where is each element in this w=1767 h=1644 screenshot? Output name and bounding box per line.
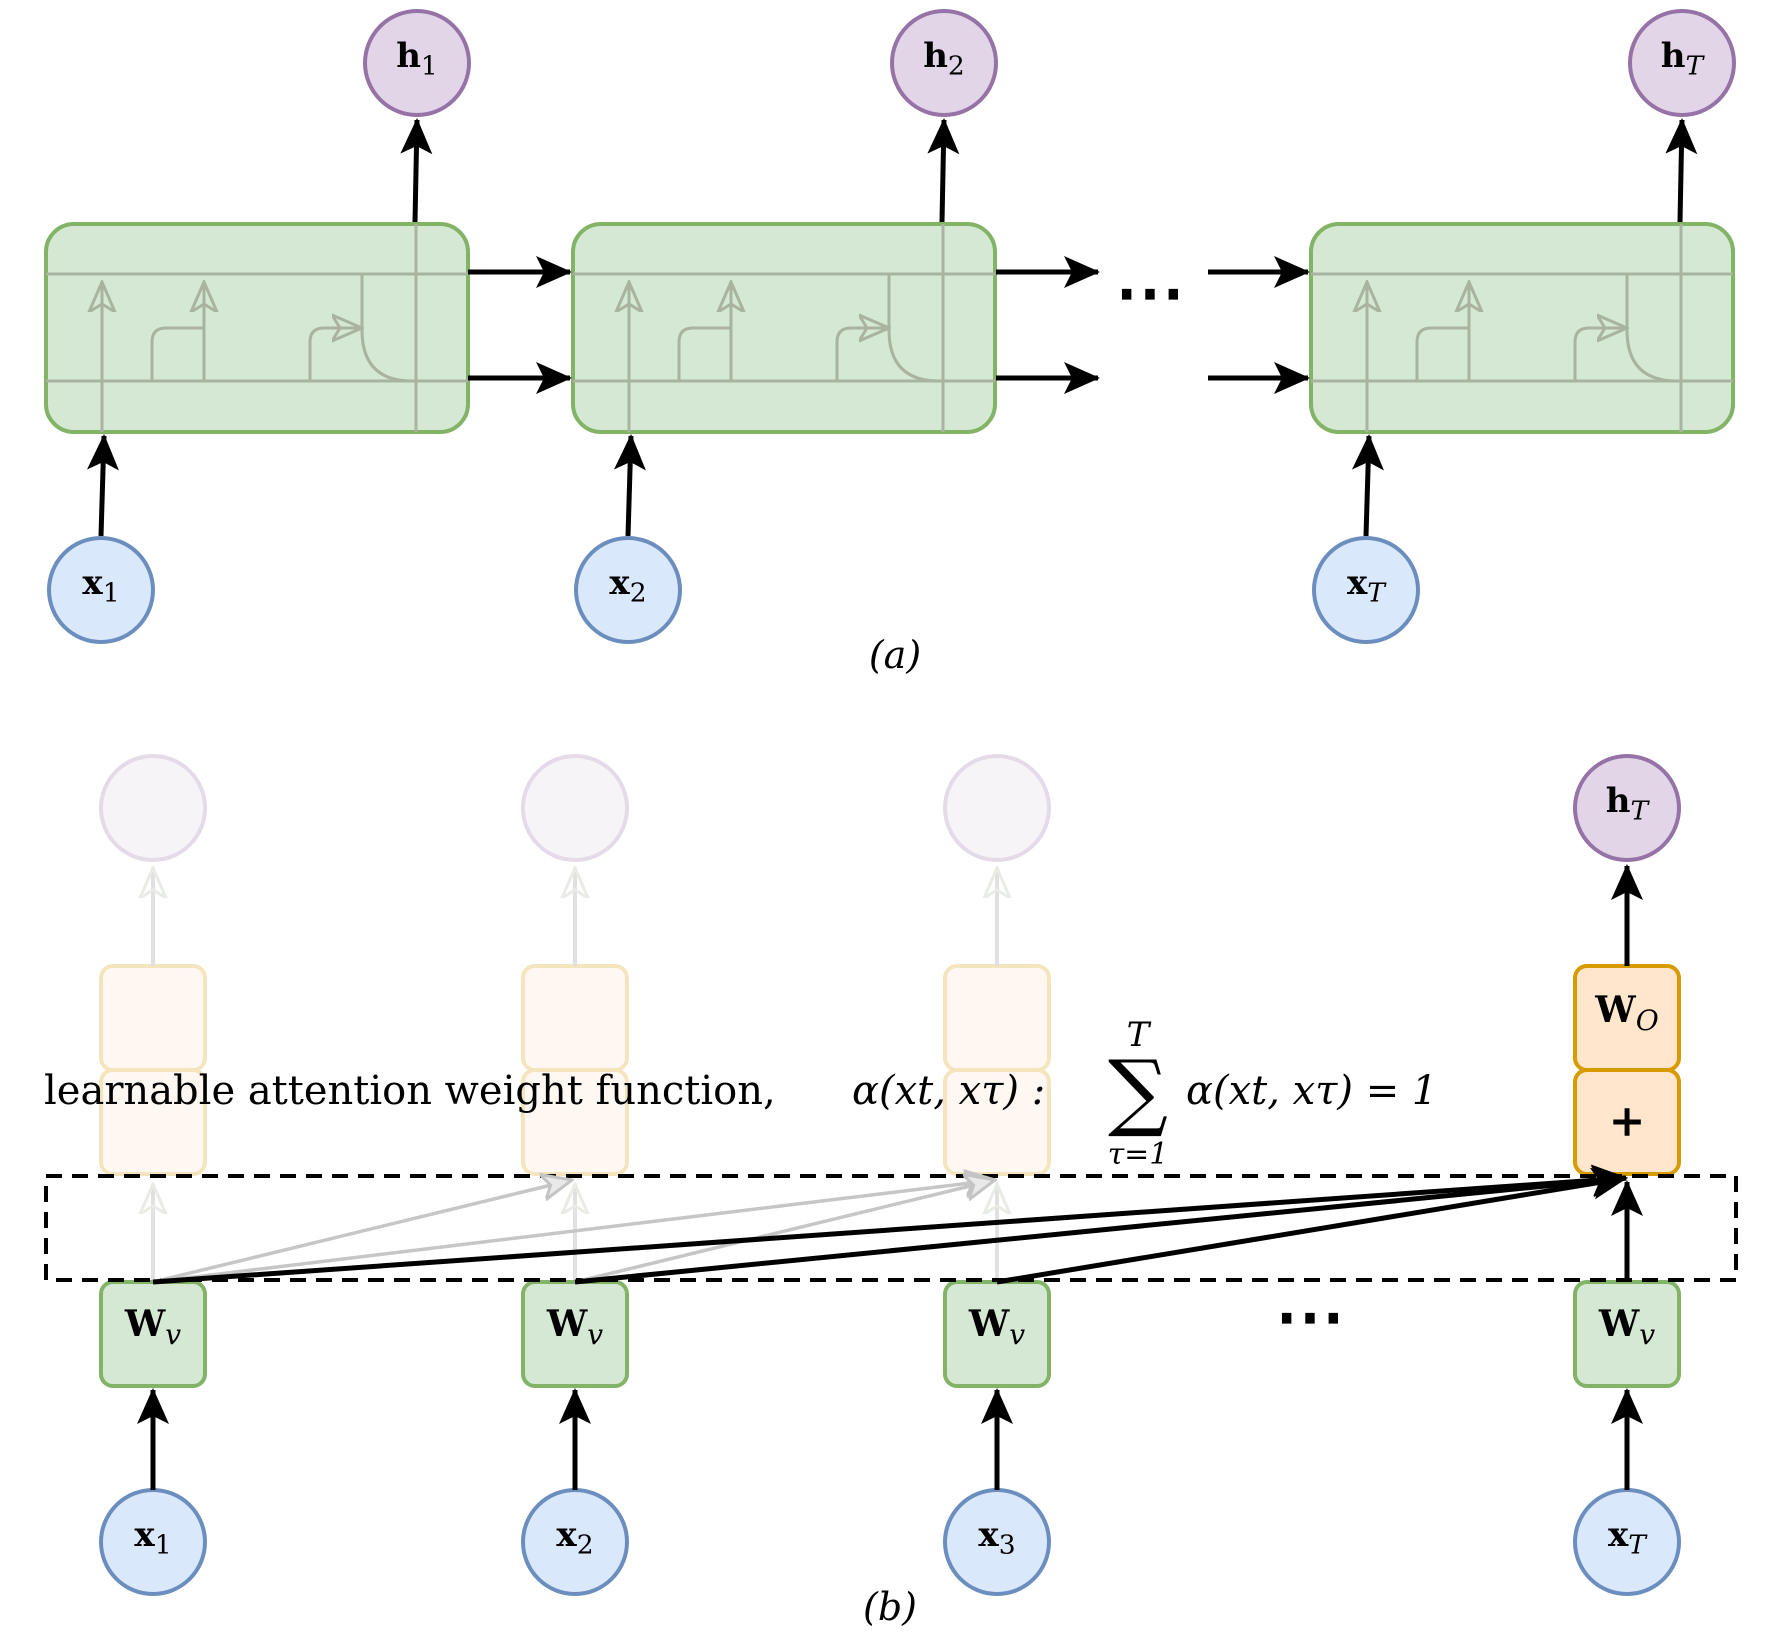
output-arrow [927,118,960,223]
sum-upper: T [1127,1015,1152,1055]
output-label: hT [1606,781,1651,826]
faded-attention-arrows [152,1180,995,1284]
faded-output-weight-box [99,964,207,1072]
lstm-cell: xT hT [1309,9,1736,644]
lstm-cell-box [571,222,997,434]
attention-column: x3 Wv [943,754,1051,1596]
lstm-cell-box [1309,222,1735,434]
value-weight-label: Wv [1598,1303,1655,1351]
sum-symbol: ∑ [1108,1042,1168,1140]
faded-output-weight-box [943,964,1051,1072]
attention-arrow [996,1167,1628,1285]
output-node [890,9,998,117]
faded-attention-arrow [574,1180,995,1284]
attention-rhs: α(xt, xτ) = 1 [1186,1068,1437,1114]
input-label: x1 [82,563,119,608]
input-label: xT [1608,1515,1648,1560]
input-node [574,536,682,644]
faded-stack [521,754,629,1282]
faded-output-node [943,754,1051,862]
value-weight-label: Wv [124,1303,181,1351]
ellipsis-b: ⋯ [1275,1274,1345,1357]
value-weight-label: Wv [546,1303,603,1351]
sum-symbol-plus: + [1609,1096,1646,1147]
lstm-cell-internals [573,224,995,432]
input-label: x2 [609,563,646,608]
input-label: x1 [134,1515,171,1560]
panel-a: x1 h1 x2 h2 xT hT ⋯ (a) [44,9,1736,677]
input-arrow [613,434,646,537]
output-node [363,9,471,117]
lstm-cell: x1 h1 [44,9,471,644]
output-weight-label: WO [1594,989,1658,1037]
attention-column: x2 Wv [521,754,629,1596]
faded-output-node [99,754,207,862]
input-node [47,536,155,644]
attention-arrow [574,1165,1628,1285]
attention-region [44,1174,1738,1282]
output-label: hT [1661,36,1706,81]
output-arrow [1665,118,1698,223]
faded-output-node [521,754,629,862]
input-node [1312,536,1420,644]
attention-alpha-expr: α(xt, xτ) : [852,1068,1045,1114]
faded-attention-arrow [152,1180,995,1284]
faded-output-weight-box [521,964,629,1072]
output-label: h1 [396,36,438,81]
attention-arrow [152,1164,1628,1285]
caption-b: (b) [863,1585,917,1629]
input-label: x3 [978,1515,1015,1560]
attention-column: x1 Wv [99,754,207,1596]
faded-stack [99,754,207,1282]
recurrent-arrows [468,256,1310,394]
attention-label: learnable attention weight function, α(x… [44,1015,1437,1172]
value-weight-label: Wv [968,1303,1025,1351]
lstm-cell-box [44,222,470,434]
caption-a: (a) [869,633,921,677]
attention-output-column: xT Wv + WO hT [1573,754,1681,1596]
panel-b: x1 Wv x2 Wv x3 Wv xT Wv + WO hT learnable attentio… [44,754,1738,1629]
lstm-cell-internals [46,224,468,432]
input-label: x2 [556,1515,593,1560]
attention-arrows [152,1164,1628,1285]
output-label: h2 [923,36,965,81]
lstm-cell: x2 h2 [571,9,998,644]
attention-label-text: learnable attention weight function, [44,1068,776,1114]
input-arrow [86,434,119,537]
faded-attention-arrow [152,1180,572,1284]
input-arrow [1351,434,1384,537]
lstm-cell-internals [1311,224,1733,432]
output-node [1573,754,1681,862]
output-node [1628,9,1736,117]
faded-stack [943,754,1051,1282]
sum-lower: τ=1 [1108,1137,1169,1172]
output-arrow [400,118,433,223]
input-label: xT [1347,563,1387,608]
ellipsis-a: ⋯ [1115,250,1185,333]
